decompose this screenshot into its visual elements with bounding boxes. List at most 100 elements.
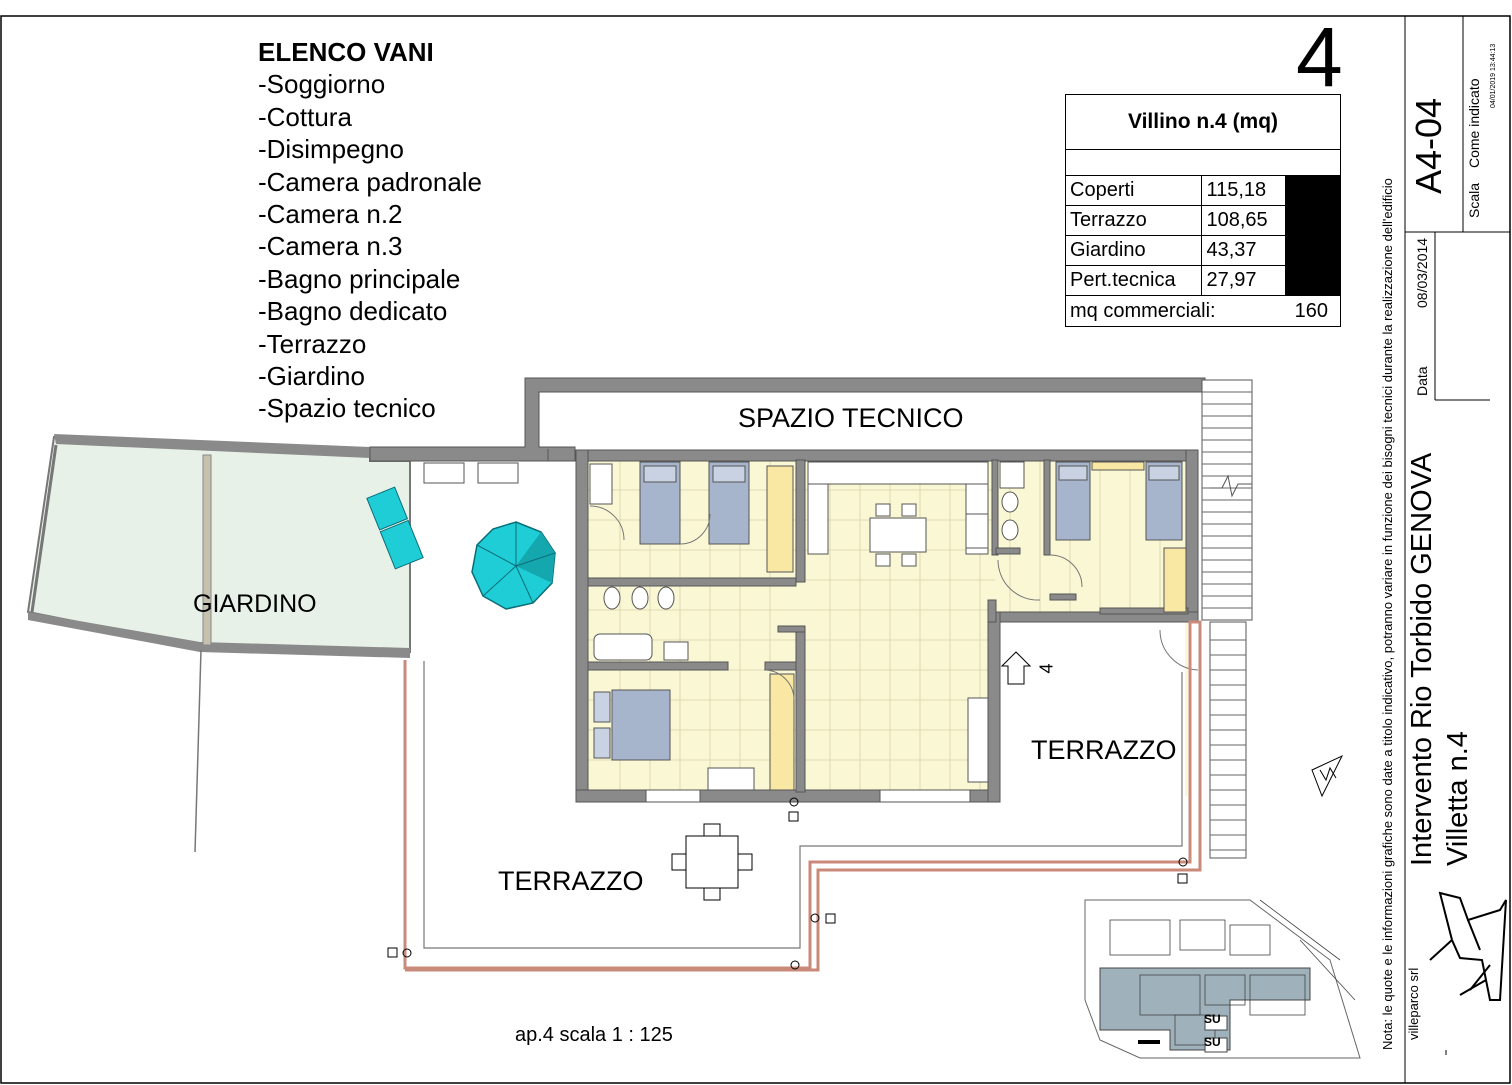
window-south [879,789,971,803]
sideboard [967,697,989,783]
entrance-marker: 4 [1036,663,1057,674]
wall-interior [795,627,806,793]
bed-double [611,689,671,761]
title-block-scale-label: Scala [1466,182,1482,218]
room-list-item: -Cottura [258,101,352,132]
washbasin-cabinet [663,641,689,661]
scale-note: ap.4 scala 1 : 125 [515,1024,673,1046]
area-footer-label: mq commerciali: [1065,295,1286,327]
kitchen-counter [807,461,989,485]
room-list-item: -Camera n.3 [258,231,403,262]
terrace-parapet [403,620,1202,972]
window-south [645,789,701,803]
wall-interior [991,459,999,556]
stair-break-line [1210,474,1252,498]
area-label: Giardino [1064,235,1203,266]
site-key-plan [1084,899,1361,1059]
wall-interior [1043,459,1051,556]
hob [965,513,989,549]
wardrobe [1163,547,1187,613]
wall-west [575,449,589,803]
title-block-note: Nota: le quote e le informazioni grafich… [1380,178,1395,1050]
site-stair-label: SU [1204,1012,1221,1026]
area-table-title: Villino n.4 (mq) [1065,94,1341,150]
north-arrow-icon [1311,754,1344,798]
sheet-number: 4 [1296,10,1343,104]
label-terrazzo-east: TERRAZZO [1031,735,1177,765]
wall-south [575,789,647,803]
area-value: 115,18 [1201,175,1286,206]
umbrella-shade [516,532,555,583]
toilet [1001,491,1019,513]
wall-interior [1099,607,1189,615]
wall-interior [995,547,1021,555]
title-block-date-label: Data [1414,366,1430,396]
room-list-item: -Spazio tecnico [258,393,436,424]
wall-interior [587,661,729,671]
site-boundary-line [194,649,202,853]
deck-chair-seat [379,519,424,570]
area-footer-value: 160 [1285,295,1341,327]
company-logo [1429,891,1507,1001]
wardrobes [766,461,1187,791]
shower [999,461,1025,489]
room-list-item: -Giardino [258,361,365,392]
label-terrazzo-south: TERRAZZO [498,866,644,896]
washbasin [657,586,675,610]
title-block-date-value: 08/03/2014 [1414,237,1430,308]
label-giardino: GIARDINO [193,590,317,618]
wall-interior [795,459,806,583]
title-block-print-stamp: 04/01/2019 13:44:13 [1490,43,1497,108]
terrace-east-cutout [995,612,1185,796]
exterior-walls [575,449,1199,803]
title-block-scale-value: Come indicato [1466,78,1482,169]
wardrobe [769,673,795,791]
terrace-edge [423,661,1183,949]
area-label: Coperti [1064,175,1203,206]
entrance-arrow [1000,651,1032,685]
bathtub [593,633,653,661]
wardrobe [1091,461,1145,471]
garden-umbrella [471,521,556,610]
toilet [603,586,621,610]
area-value: 27,97 [1201,265,1286,296]
wall-interior [1049,593,1077,601]
room-list-title: ELENCO VANI [258,37,434,67]
kitchen-counter [807,483,829,555]
title-block-drawing-code: A4-04 [1408,97,1449,194]
room-list-item: -Terrazzo [258,328,367,359]
room-list: ELENCO VANI -Soggiorno -Cottura -Disimpe… [258,36,482,425]
area-value: 108,65 [1201,205,1286,236]
sheet-frame [0,15,1511,1084]
desk [707,767,755,791]
title-block-company: villeparco srl [1406,967,1421,1040]
bidet [1001,519,1019,541]
room-list-item: -Camera n.2 [258,199,403,230]
technical-space-wall [369,377,1206,462]
garden-path [202,454,212,646]
outdoor-lamps [387,797,1188,970]
outdoor-cabinet [423,462,465,484]
room-list-item: -Disimpegno [258,134,404,165]
wall-interior [987,599,997,623]
label-spazio-tecnico: SPAZIO TECNICO [738,403,964,433]
site-building-highlight [1099,967,1311,1051]
door-swings [589,505,1199,701]
room-list-item: -Bagno dedicato [258,296,448,327]
closet [589,463,613,505]
terrace-table-set [671,823,753,901]
wall-east [1185,449,1199,621]
area-redacted-block [1285,175,1341,296]
area-footer: mq commerciali: 160 [1065,295,1341,327]
wall-east-terrace [987,611,1001,803]
bathroom-fixtures [593,461,1025,661]
bidet [631,586,649,610]
terrace-table [685,835,739,889]
deck-chair [366,486,424,570]
title-block-project: Intervento Rio Torbido GENOVA [1406,452,1438,866]
dining-table [869,517,927,553]
site-stair-label: SU [1204,1035,1221,1049]
